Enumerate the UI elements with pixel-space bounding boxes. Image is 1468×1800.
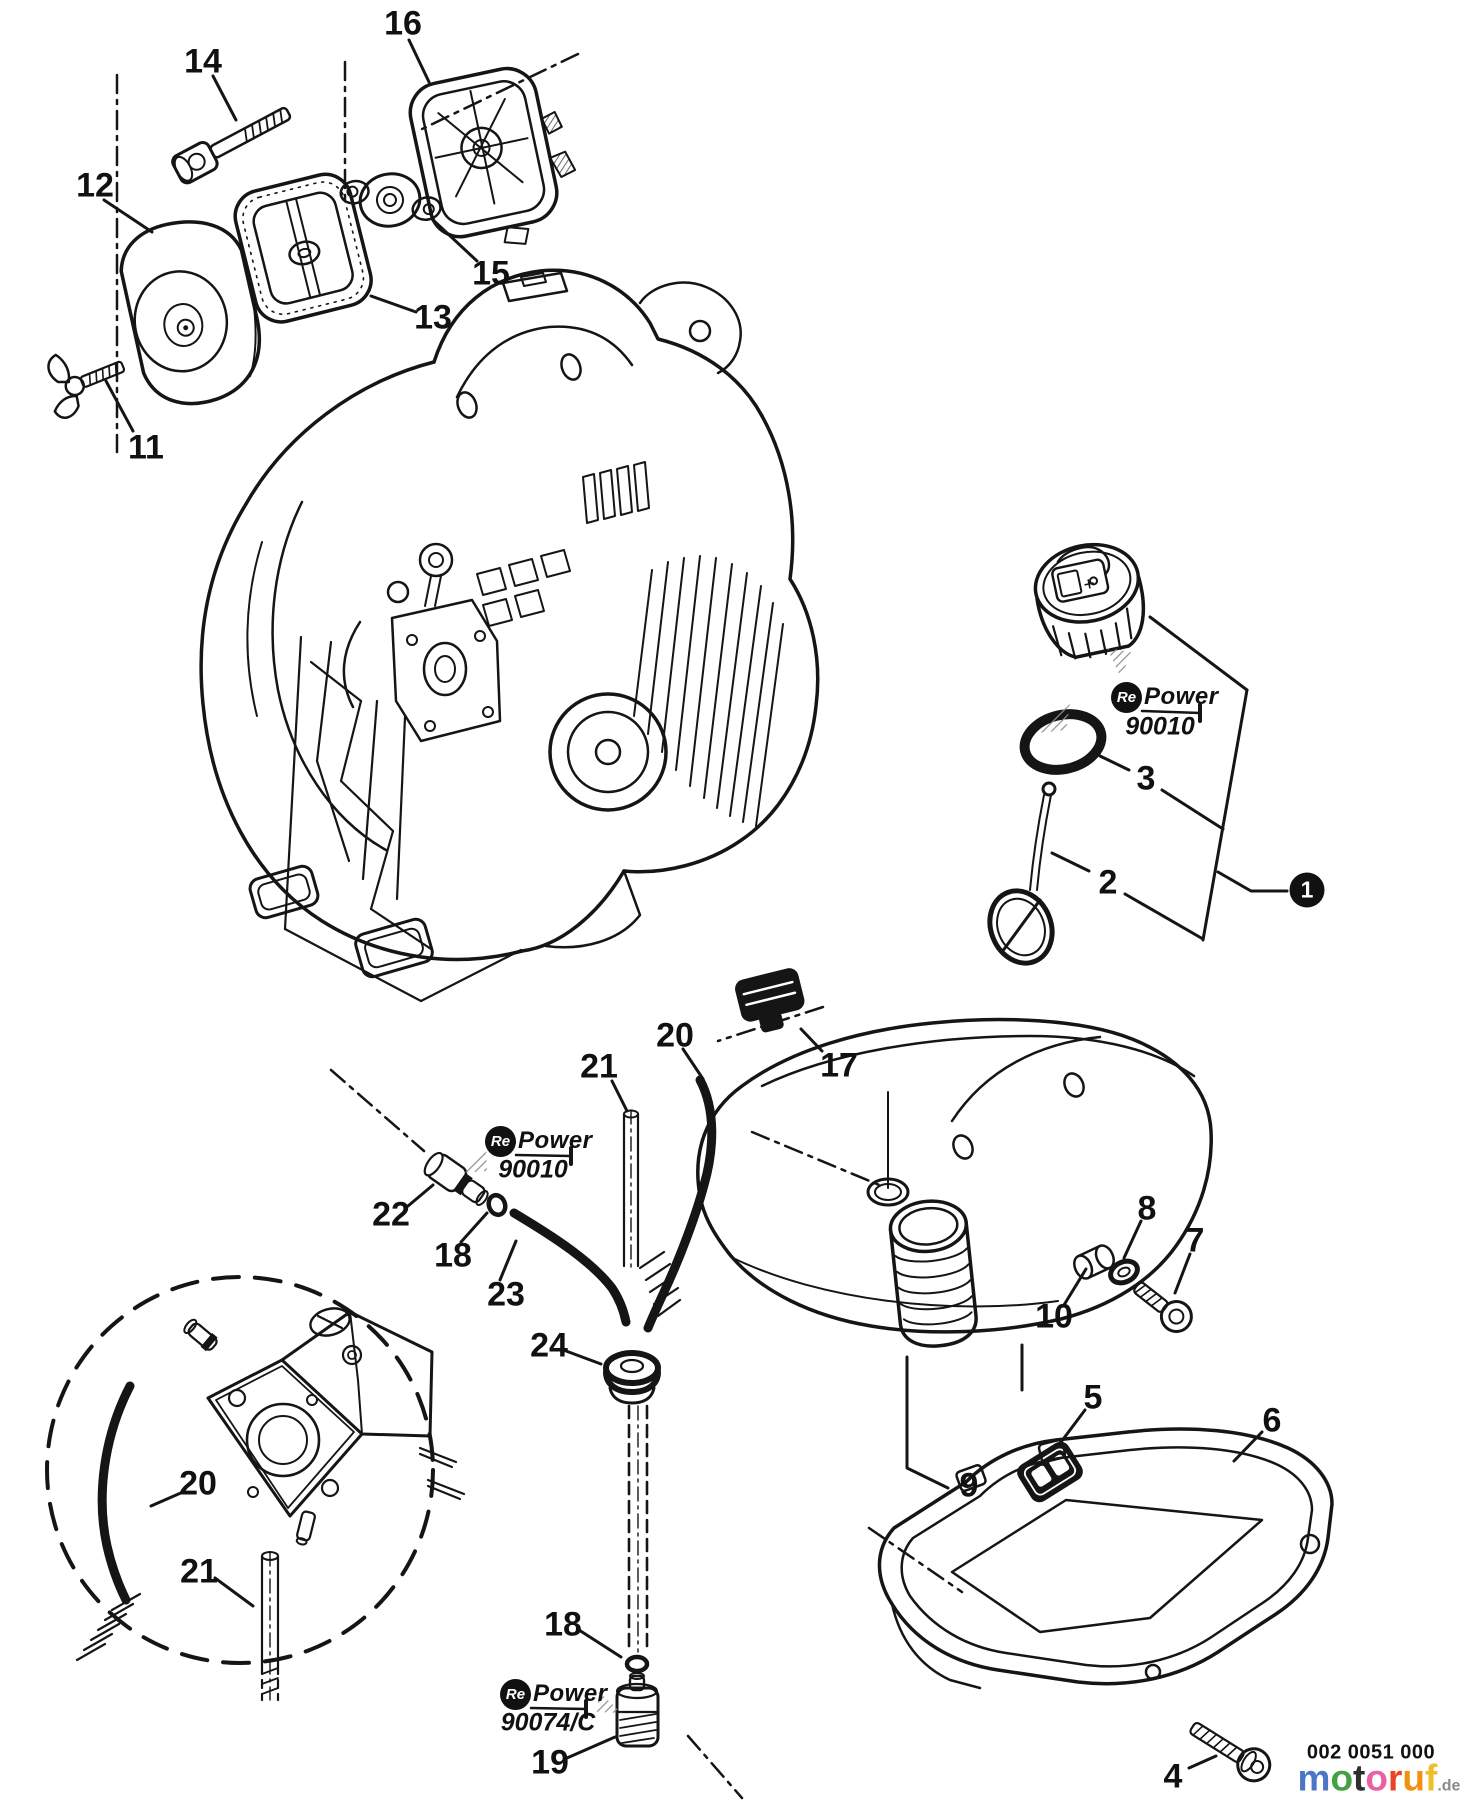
air-filter-element-13-drawing [233,172,373,324]
callout-8: 8 [1137,1189,1157,1228]
kit-number-90074c: 90074/C [500,1708,596,1737]
part-group-1-badge: 1 [1289,872,1325,908]
in-tank-fuel-line-drawing [627,1404,649,1653]
pipe-21-drawing [622,1109,640,1271]
exploded-axis-lines [115,52,964,1800]
bushing-10-drawing [1073,1244,1115,1280]
choke-plate-15-drawing [339,172,442,228]
bolt-7-drawing [1133,1281,1193,1334]
fuel-pickup-19-drawing [615,1672,660,1748]
motoruf-logo-suffix: .de [1437,1777,1461,1795]
callout-19: 19 [531,1743,569,1782]
repower-logo-icon: Re [485,1125,516,1157]
callout-13: 13 [414,298,452,337]
callout-11: 11 [128,428,164,467]
repower-logo-icon: Re [500,1678,531,1710]
grommet-17-drawing [735,968,805,1033]
motoruf-logo: motoruf.de [1297,1757,1461,1799]
callout-2: 2 [1098,863,1118,902]
fuel-hose-23-drawing [509,1208,631,1327]
drawing-number: 002 0051 000 [1306,1741,1436,1764]
callout-18-bottom: 18 [544,1605,582,1644]
callout-15: 15 [472,254,510,293]
fuel-tank-drawing [696,1017,1213,1348]
callout-9: 9 [959,1466,979,1505]
bolt-4-drawing [1189,1722,1272,1783]
blower-powerhead-drawing [199,268,820,1003]
callout-12: 12 [76,166,114,205]
carburetor-inset-drawing [45,1275,466,1702]
grommet-5-drawing [1017,1441,1083,1503]
repower-arrow-icon [514,703,1202,1719]
callout-17: 17 [820,1046,858,1085]
fuel-hose-20-drawing [638,1075,717,1333]
callout-4: 4 [1163,1757,1183,1796]
callout-22: 22 [372,1195,410,1234]
callout-20: 20 [656,1016,694,1055]
callout-18-top: 18 [434,1236,472,1275]
callout-5: 5 [1083,1378,1103,1417]
kit-number-90010-b: 90010 [498,1155,568,1184]
repower-logo-icon: Re [1111,681,1142,713]
callout-leader-lines [102,38,1289,1770]
air-cleaner-cover-12-drawing [119,220,262,406]
dipstick-2-drawing [987,781,1057,966]
inset-hose-20-drawing [97,1381,135,1605]
o-ring-18-bottom-drawing [624,1654,650,1674]
hatch-arrow-icon [461,648,1131,1713]
kit-number-90010-a: 90010 [1125,712,1195,741]
callout-6: 6 [1262,1401,1282,1440]
callout-21-inset: 21 [180,1552,218,1591]
bottom-cover-6-drawing [877,1427,1334,1690]
callout-3: 3 [1136,759,1156,798]
inset-pipe-21-drawing [260,1551,280,1702]
callout-16: 16 [384,4,422,43]
callout-21: 21 [580,1047,618,1086]
air-cleaner-bolt-14-drawing [171,106,292,185]
callout-23: 23 [487,1275,525,1314]
o-ring-18-top-drawing [486,1192,508,1218]
callout-24: 24 [530,1326,568,1365]
washer-8-drawing [1108,1258,1140,1286]
air-cleaner-case-16-drawing [408,66,577,245]
tank-grommet-24-drawing [603,1350,661,1405]
callout-14: 14 [184,42,222,81]
fuel-cap-1-drawing [1033,542,1146,660]
callout-10: 10 [1035,1297,1073,1336]
fuel-elbow-22-drawing [423,1151,489,1206]
callout-20-inset: 20 [179,1464,217,1503]
wing-bolt-11-drawing [47,353,126,419]
callout-7: 7 [1185,1221,1205,1260]
